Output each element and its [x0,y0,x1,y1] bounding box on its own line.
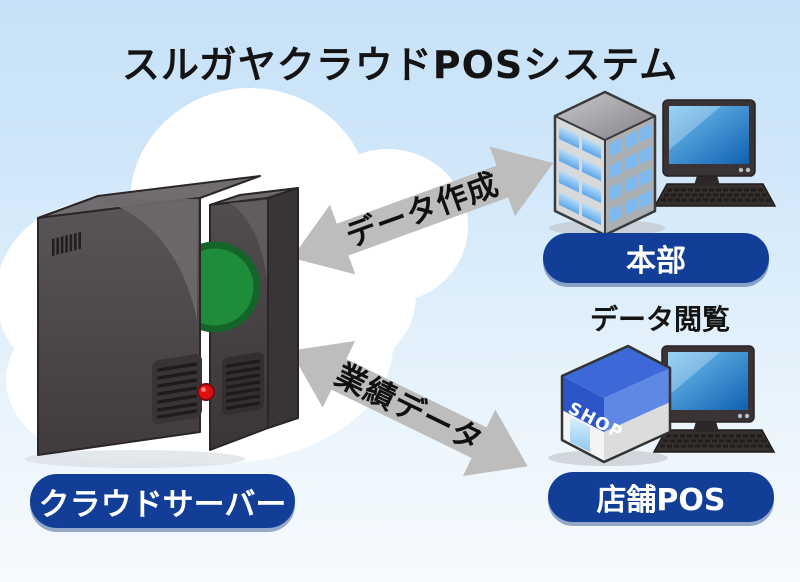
store-pos-label-text: 店舗POS [596,483,726,518]
data-view-caption: データ閲覧 [589,303,730,336]
desktop-computer-icon [652,345,776,453]
cloud-server-label-text: クラウドサーバー [38,486,287,523]
office-building-icon [549,90,665,237]
data-create-arrow-label: データ作成 [341,166,504,255]
shop-building-icon: SHOP [548,344,672,466]
double-headed-arrow-icon: データ作成 [291,146,554,275]
headquarters-label: 本部 [543,233,769,283]
cloud-server-label: クラウドサーバー [30,474,295,528]
data-create-arrow [291,146,554,275]
desktop-computer-icon [653,99,777,207]
server-towers-icon [25,175,299,468]
store-pos-label: 店舗POS [548,472,774,522]
headquarters-icons [549,90,777,237]
performance-data-arrow [290,341,528,476]
headquarters-label-text: 本部 [626,244,686,279]
double-headed-arrow-icon: 業績データ [290,341,528,476]
performance-data-arrow-label: 業績データ [329,357,489,459]
diagram-title: スルガヤクラウドPOSシステム [121,43,679,87]
store-pos-icons: SHOP [548,344,776,466]
